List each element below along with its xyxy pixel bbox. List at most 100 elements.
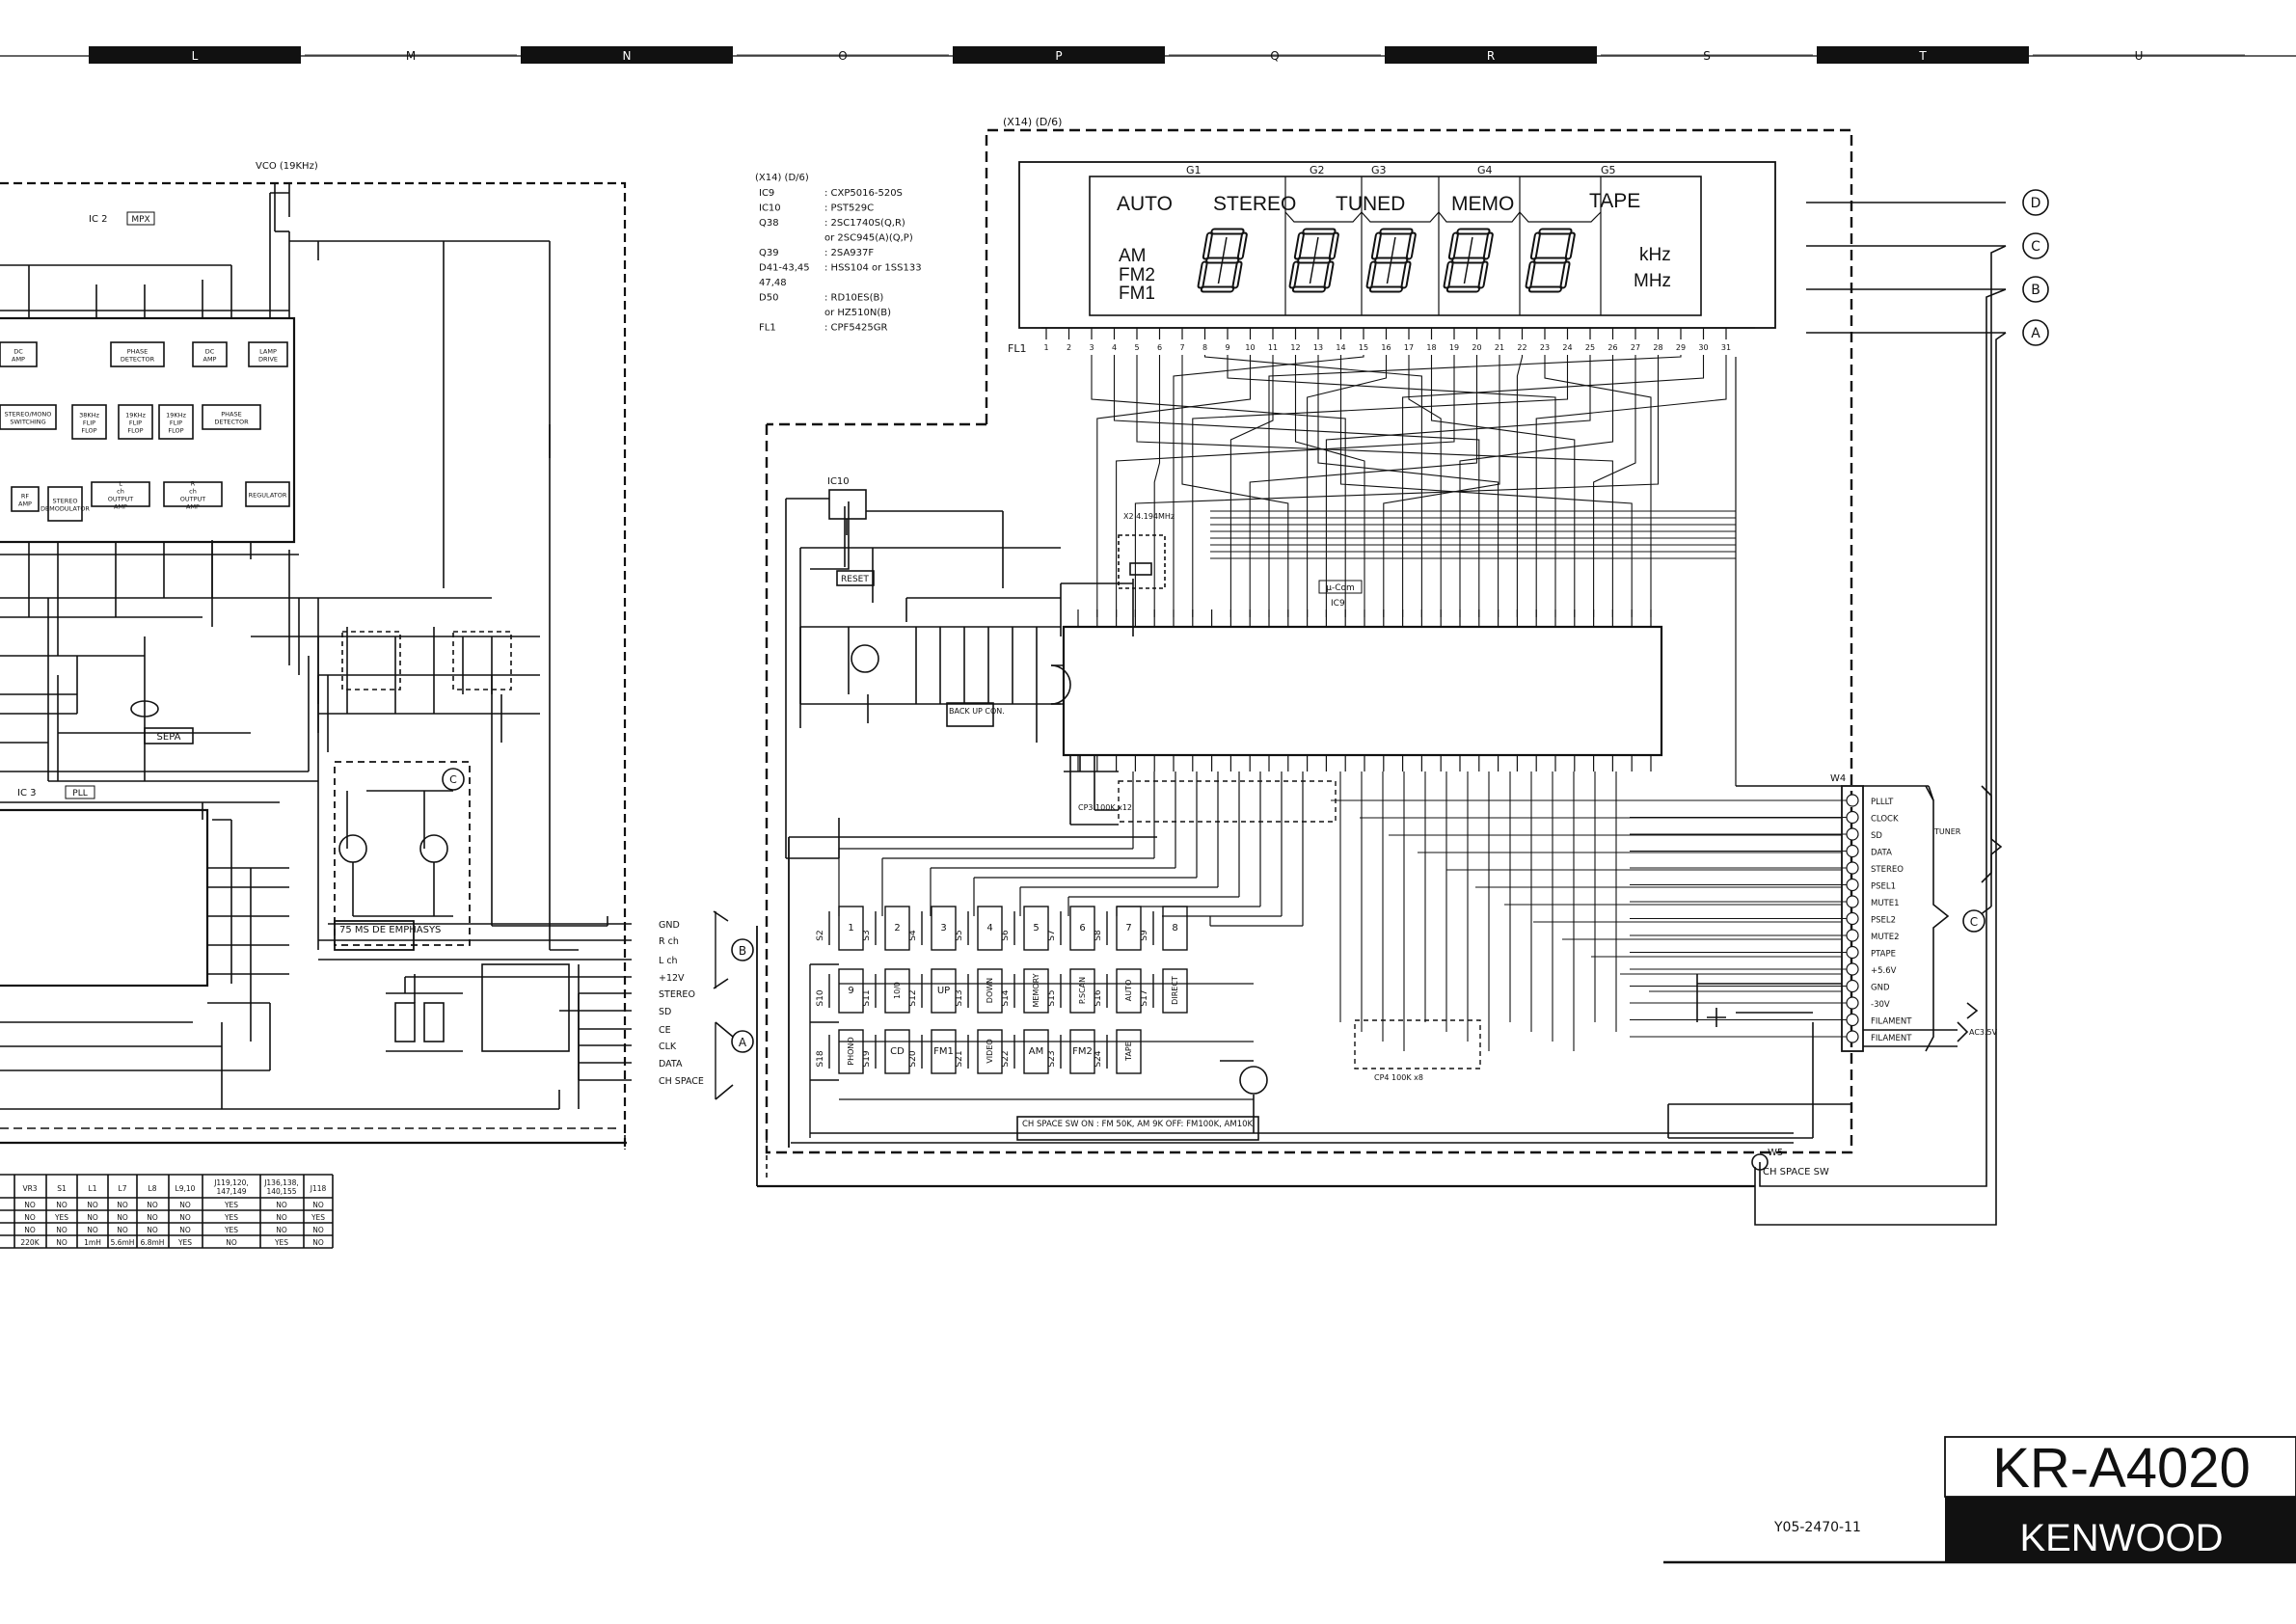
table-cell: NO <box>87 1201 98 1209</box>
reset-label: RESET <box>841 575 869 584</box>
grid-label-g5: G5 <box>1601 164 1616 176</box>
switch-ref: S12 <box>908 989 918 1006</box>
vfd-segment-hollow <box>1233 262 1241 287</box>
vfd-segment-hollow <box>1445 262 1452 287</box>
grid-bar-segment <box>521 46 733 64</box>
fl1-pin: 6 <box>1157 343 1162 352</box>
fl1-pin: 30 <box>1698 343 1708 352</box>
switch-label: 8 <box>1172 923 1177 934</box>
connector-c: C <box>2022 232 2049 259</box>
mucom-box: μ-Com <box>1318 580 1363 594</box>
emphasis-label: 75 MS DE EMPHASYS <box>339 925 441 935</box>
parts-ref: 47,48 <box>759 278 787 288</box>
vfd-digit <box>1365 228 1417 293</box>
fl-wire <box>1268 355 1682 617</box>
mpx-block <box>202 404 261 430</box>
switch-label: AUTO <box>1124 980 1133 1002</box>
w4-pin-label: MUTE1 <box>1871 899 1900 908</box>
table-header: L9,10 <box>176 1184 196 1193</box>
output-label: SD <box>659 1007 671 1017</box>
vfd-digits <box>1197 228 1576 293</box>
parts-value: or HZ510N(B) <box>824 308 891 318</box>
mpx-block <box>71 404 107 440</box>
switch-ref: S14 <box>1001 989 1011 1006</box>
switch-box <box>931 906 957 951</box>
table-header: L1 <box>89 1184 97 1193</box>
title-block <box>1663 1436 2296 1564</box>
vfd-segment-hollow <box>1402 262 1410 287</box>
vfd-segment-hollow <box>1372 233 1380 258</box>
mpx-block <box>47 486 83 522</box>
vfd-segment-hollow <box>1325 262 1333 287</box>
fl-wire <box>1192 355 1569 617</box>
svg-text:C: C <box>449 773 457 786</box>
switch-ref: S18 <box>816 1050 825 1067</box>
fl-wire <box>1544 355 1652 617</box>
table-cell: NO <box>117 1201 128 1209</box>
w5-ref: W5 <box>1768 1148 1783 1158</box>
table-cell: NO <box>312 1226 324 1234</box>
w4-pin-label: PSEL2 <box>1871 916 1896 926</box>
parts-value: : PST529C <box>824 203 874 214</box>
kenwood-logo: KENWOOD <box>2019 1517 2223 1559</box>
fl1-pin: 7 <box>1179 343 1184 352</box>
vfd-digit <box>1197 228 1248 293</box>
mpx-block <box>0 404 57 430</box>
mpx-block <box>163 481 223 507</box>
table-header: J118 <box>310 1184 327 1193</box>
w5-label: CH SPACE SW <box>1763 1167 1829 1177</box>
grid-column-p: P <box>1055 49 1062 63</box>
fl1-pin: 9 <box>1225 343 1229 352</box>
switch-box <box>931 1029 957 1074</box>
fl1-pin: 14 <box>1336 343 1345 352</box>
switch-label: MEMORY <box>1032 973 1040 1007</box>
vfd-segment-hollow <box>1203 233 1211 258</box>
grid-column-u: U <box>2135 49 2144 63</box>
switch-box <box>884 906 910 951</box>
grid-label-g1: G1 <box>1186 164 1202 176</box>
fl1-pin: 8 <box>1202 343 1207 352</box>
fl1-pin: 17 <box>1404 343 1414 352</box>
switch-ref: S10 <box>816 989 825 1006</box>
switch-label: 9 <box>848 986 853 996</box>
fl1-pin: 12 <box>1290 343 1300 352</box>
parts-value: : HSS104 or 1SS133 <box>824 263 922 274</box>
switch-ref: S6 <box>1001 930 1011 941</box>
svg-text:MPX: MPX <box>131 215 149 225</box>
vfd-segment-hollow <box>1290 262 1298 287</box>
table-cell: YES <box>177 1238 192 1247</box>
switch-box <box>977 968 1003 1014</box>
fl-wire <box>1113 355 1480 617</box>
table-cell: NO <box>147 1201 158 1209</box>
fl-wires <box>1091 355 1737 786</box>
fl-wire <box>1307 355 1388 617</box>
fl1-ref: FL1 <box>1008 342 1026 355</box>
parts-ref: FL1 <box>759 323 776 334</box>
output-label: STEREO <box>659 989 695 1000</box>
grid-column-s: S <box>1703 49 1711 63</box>
ic9-label: IC9 <box>1331 599 1345 609</box>
fl1-pin: 2 <box>1067 343 1071 352</box>
parts-ref: Q38 <box>759 218 779 229</box>
fl-wire <box>1317 355 1499 617</box>
switch-ref: S3 <box>862 930 872 940</box>
table-cell: 220K <box>20 1238 40 1247</box>
table-cell: YES <box>224 1226 238 1234</box>
mpx-block-label: REGULATOR <box>249 492 287 500</box>
switch-ref: S20 <box>908 1050 918 1067</box>
switch-ref: S17 <box>1140 989 1149 1006</box>
vfd-stereo: STEREO <box>1213 193 1296 215</box>
drawing-code: Y05-2470-11 <box>1773 1520 1861 1535</box>
grid-bar-segment <box>89 46 301 64</box>
vfd-segment-hollow <box>1367 262 1375 287</box>
connector-d: D <box>2022 189 2049 216</box>
parts-value: : CXP5016-520S <box>824 188 903 199</box>
w4-pin-label: PLLLT <box>1871 798 1894 807</box>
